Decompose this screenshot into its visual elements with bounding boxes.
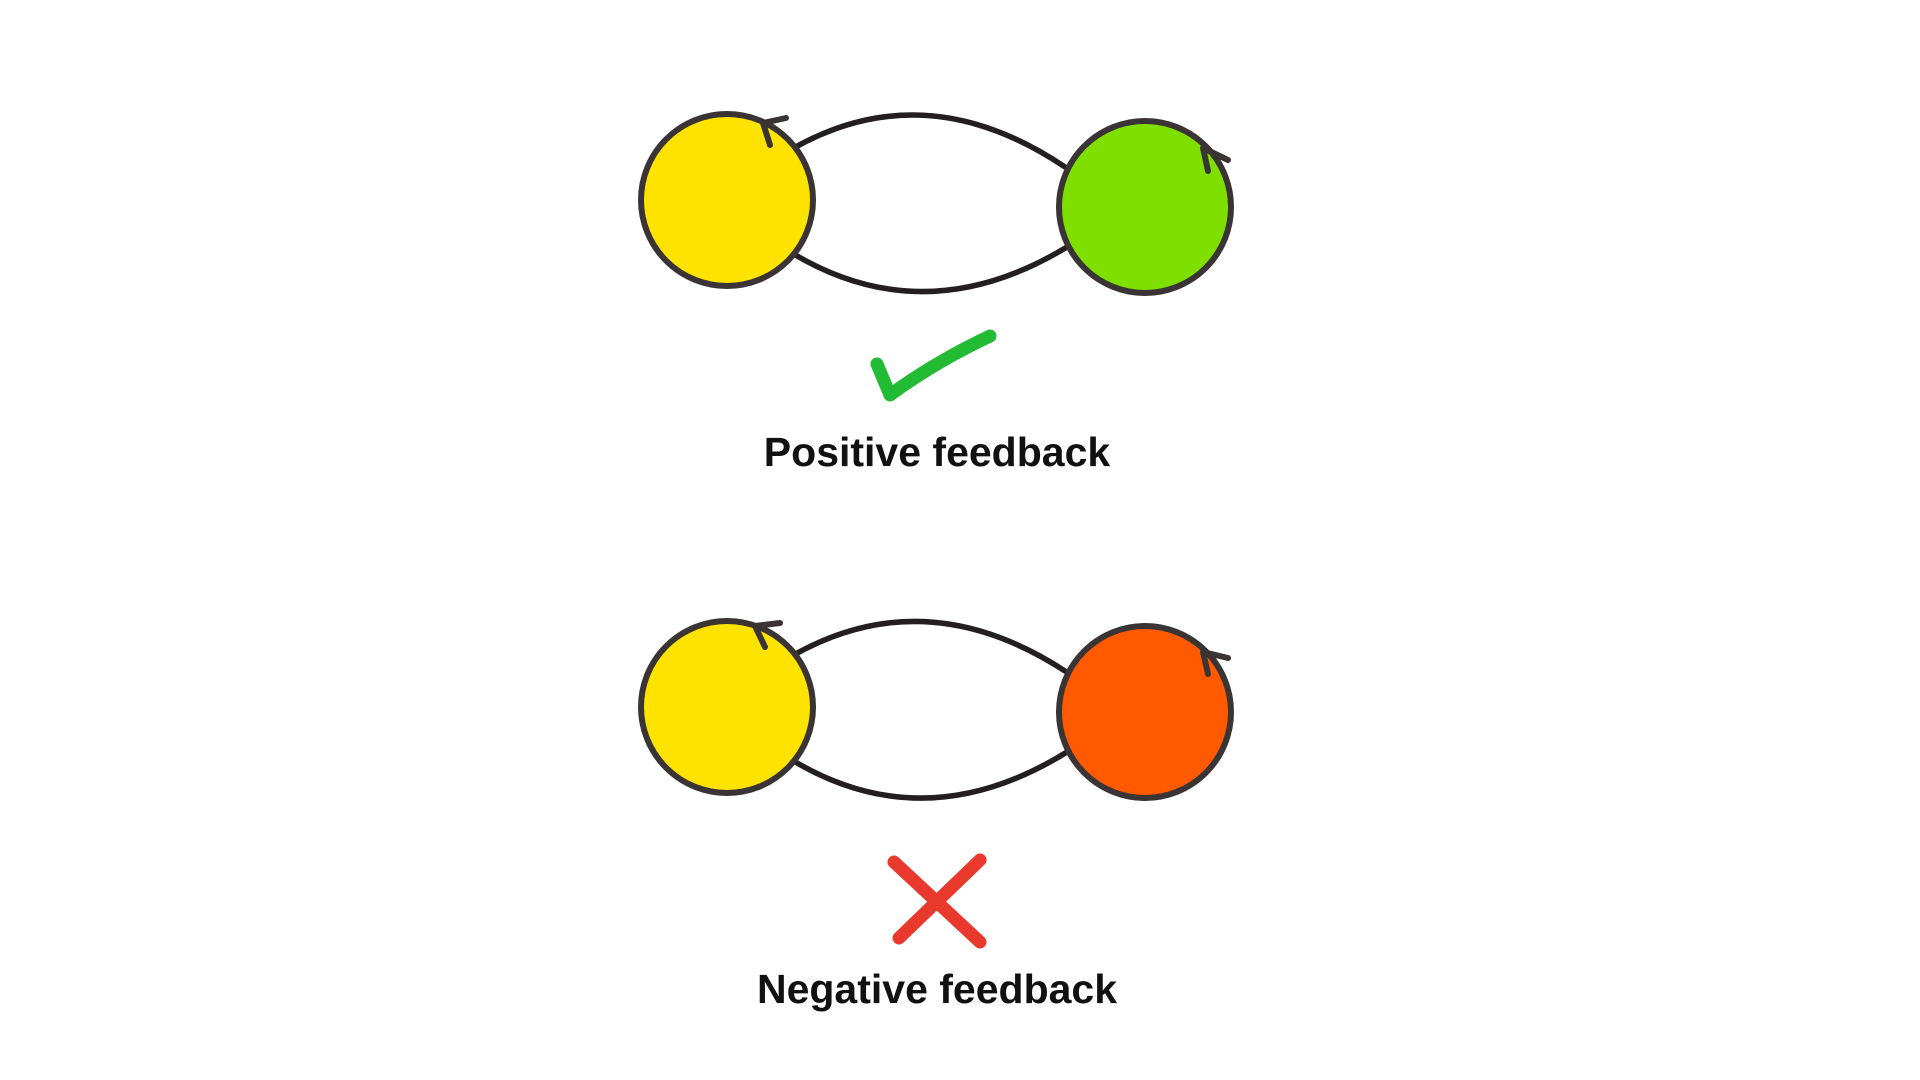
negative-left-node (638, 618, 816, 796)
positive-left-node (638, 111, 816, 289)
negative-loop-bottom-arc (789, 749, 1070, 801)
positive-left-arrowhead-icon (760, 115, 789, 148)
positive-right-node (1056, 118, 1234, 296)
negative-right-node (1056, 623, 1234, 801)
negative-right-arrowhead-icon (1200, 649, 1231, 677)
positive-feedback-panel: Positive feedback (638, 111, 1234, 475)
negative-feedback-caption: Negative feedback (757, 966, 1117, 1012)
negative-left-arrowhead-icon (752, 620, 783, 650)
positive-feedback-caption: Positive feedback (764, 429, 1111, 475)
positive-right-arrowhead-icon (1200, 145, 1231, 174)
negative-loop-top-arc (789, 618, 1068, 674)
positive-loop-bottom-arc (789, 244, 1070, 295)
check-icon (870, 329, 997, 402)
positive-loop-top-arc (789, 112, 1068, 170)
negative-feedback-panel: Negative feedback (638, 618, 1234, 1012)
cross-icon (887, 853, 987, 949)
